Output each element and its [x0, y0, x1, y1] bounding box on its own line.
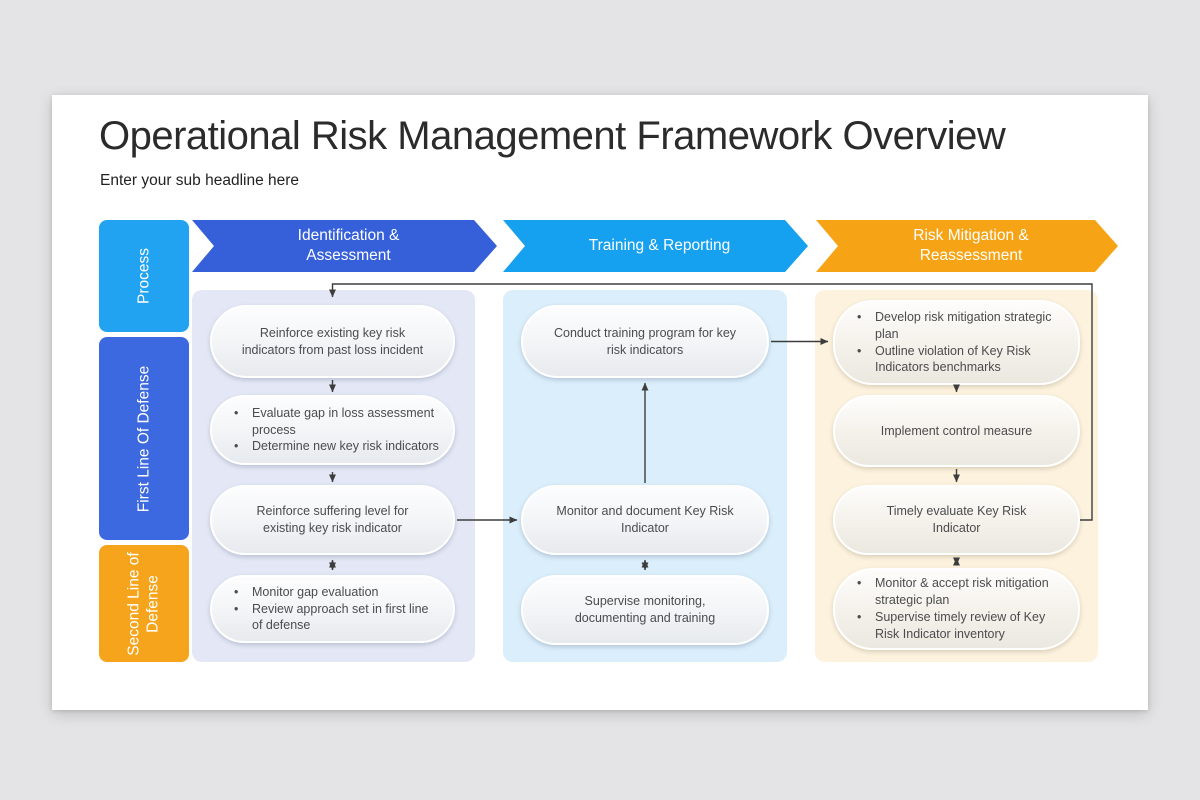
- panel-identification: Reinforce existing key risk indicators f…: [192, 290, 475, 662]
- box-develop-mitigation-plan: Develop risk mitigation strategic planOu…: [833, 300, 1080, 385]
- box-monitor-document-kri: Monitor and document Key Risk Indicator: [521, 485, 769, 555]
- box-text: Reinforce existing key risk indicators f…: [241, 325, 424, 357]
- stage-banner-training-label: Training & Reporting: [588, 237, 731, 255]
- box-text: Timely evaluate Key Risk Indicator: [886, 504, 1027, 535]
- bullet-item: Monitor & accept risk mitigation strateg…: [853, 575, 1066, 609]
- slide: Operational Risk Management Framework Ov…: [52, 95, 1148, 710]
- lane-second-line-label: Second Line of Defense: [125, 551, 162, 656]
- box-reinforce-suffering-level: Reinforce suffering level for existing k…: [210, 485, 455, 555]
- bullet-list: Monitor gap evaluationReview approach se…: [230, 584, 441, 635]
- bullet-item: Outline violation of Key Risk Indicators…: [853, 343, 1066, 377]
- bullet-item: Develop risk mitigation strategic plan: [853, 309, 1066, 343]
- page-subtitle: Enter your sub headline here: [100, 172, 300, 189]
- lane-process-label: Process: [135, 248, 153, 304]
- panel-mitigation: Develop risk mitigation strategic planOu…: [815, 290, 1098, 662]
- stage-banner-training: Training & Reporting: [503, 220, 808, 272]
- box-reinforce-existing-indicators: Reinforce existing key risk indicators f…: [210, 305, 455, 378]
- bullet-item: Supervise timely review of Key Risk Indi…: [853, 609, 1066, 643]
- bullet-list: Develop risk mitigation strategic planOu…: [853, 309, 1066, 377]
- box-supervise-monitoring: Supervise monitoring, documenting and tr…: [521, 575, 769, 645]
- box-monitor-gap-evaluation: Monitor gap evaluationReview approach se…: [210, 575, 455, 643]
- stage-banner-identification: Identification & Assessment: [192, 220, 497, 272]
- bullet-item: Review approach set in first line of def…: [230, 601, 441, 635]
- box-monitor-accept-plan: Monitor & accept risk mitigation strateg…: [833, 568, 1080, 650]
- box-text: Implement control measure: [880, 423, 1033, 438]
- bullet-list: Monitor & accept risk mitigation strateg…: [853, 575, 1066, 643]
- box-text: Conduct training program for key risk in…: [553, 325, 737, 357]
- box-text: Supervise monitoring, documenting and tr…: [574, 594, 716, 625]
- stage-banner-mitigation-label: Risk Mitigation & Reassessment: [913, 227, 1029, 264]
- bullet-item: Monitor gap evaluation: [230, 584, 441, 601]
- bullet-list: Evaluate gap in loss assessment processD…: [230, 405, 441, 456]
- box-text: Reinforce suffering level for existing k…: [256, 504, 409, 535]
- bullet-item: Determine new key risk indicators: [230, 438, 441, 455]
- box-text: Monitor and document Key Risk Indicator: [556, 504, 734, 535]
- page-title: Operational Risk Management Framework Ov…: [99, 114, 1006, 158]
- lane-second-line-of-defense: Second Line of Defense: [99, 545, 189, 662]
- lane-process: Process: [99, 220, 189, 332]
- box-implement-control: Implement control measure: [833, 395, 1080, 467]
- panel-training: Conduct training program for key risk in…: [503, 290, 787, 662]
- stage-banner-identification-label: Identification & Assessment: [297, 227, 400, 264]
- box-evaluate-gap: Evaluate gap in loss assessment processD…: [210, 395, 455, 465]
- box-timely-evaluate-kri: Timely evaluate Key Risk Indicator: [833, 485, 1080, 555]
- lane-first-line-label: First Line Of Defense: [135, 365, 153, 512]
- lane-first-line-of-defense: First Line Of Defense: [99, 337, 189, 540]
- bullet-item: Evaluate gap in loss assessment process: [230, 405, 441, 439]
- stage-banner-mitigation: Risk Mitigation & Reassessment: [816, 220, 1118, 272]
- box-conduct-training: Conduct training program for key risk in…: [521, 305, 769, 378]
